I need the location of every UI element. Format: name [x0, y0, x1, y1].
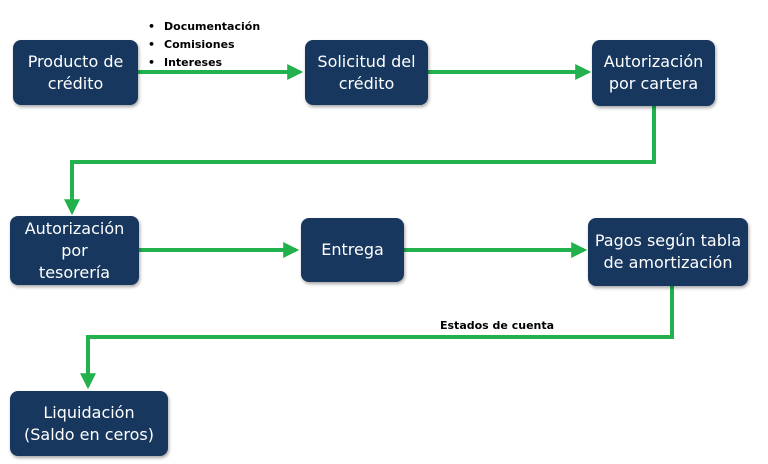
node-label: Solicitud del crédito	[317, 51, 416, 93]
node-label: Autorización por tesorería	[24, 218, 125, 282]
node-pagos-tabla-amortizacion: Pagos según tabla de amortización	[588, 218, 748, 286]
node-autorizacion-tesoreria: Autorización por tesorería	[10, 216, 139, 285]
node-solicitud-credito: Solicitud del crédito	[305, 40, 428, 105]
arrow-aut-cartera-to-aut-tesoreria	[64, 106, 656, 216]
node-label: Liquidación (Saldo en ceros)	[24, 402, 154, 444]
node-label: Producto de crédito	[27, 51, 124, 93]
estados-de-cuenta-label: Estados de cuenta	[440, 319, 555, 332]
bullet-list: Documentación Comisiones Intereses	[148, 18, 260, 72]
node-label: Pagos según tabla de amortización	[594, 231, 742, 272]
node-liquidacion: Liquidación (Saldo en ceros)	[10, 391, 168, 456]
bullet-item: Intereses	[148, 54, 260, 72]
node-label: Autorización por cartera	[603, 52, 704, 93]
node-autorizacion-cartera: Autorización por cartera	[592, 40, 715, 106]
node-entrega: Entrega	[301, 218, 404, 282]
bullet-item: Documentación	[148, 18, 260, 36]
node-label: Entrega	[321, 240, 384, 259]
node-producto-credito: Producto de crédito	[13, 40, 138, 105]
bullet-item: Comisiones	[148, 36, 260, 54]
arrow-pagos-to-liquidacion	[80, 286, 674, 390]
